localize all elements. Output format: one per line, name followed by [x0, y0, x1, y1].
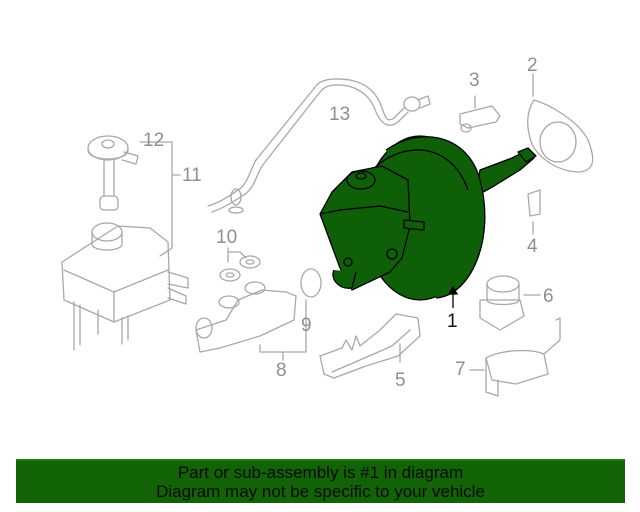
callout-7[interactable]: 7 [455, 359, 466, 380]
banner-line-1: Part or sub-assembly is #1 in diagram [177, 463, 464, 482]
callout-2[interactable]: 2 [527, 55, 538, 76]
reservoir-part-11 [61, 222, 189, 351]
callout-8[interactable]: 8 [276, 360, 287, 381]
callout-11[interactable]: 11 [182, 165, 202, 186]
o-ring-part-9 [300, 268, 322, 298]
parts-diagram: 1 2 3 4 5 6 7 8 9 10 11 12 13 [61, 55, 594, 397]
vacuum-hose-part-13 [207, 78, 431, 214]
callout-5[interactable]: 5 [395, 370, 406, 391]
bracket-part-5 [319, 313, 421, 379]
check-valve-part-6 [479, 275, 541, 331]
callout-4[interactable]: 4 [527, 236, 538, 257]
callout-1[interactable]: 1 [447, 311, 458, 332]
bracket-part-7 [469, 317, 561, 397]
callout-6[interactable]: 6 [543, 286, 554, 307]
part-info-banner: Part or sub-assembly is #1 in diagram Di… [16, 459, 625, 503]
banner-line-2: Diagram may not be specific to your vehi… [156, 482, 485, 501]
callout-12[interactable]: 12 [143, 130, 165, 151]
reservoir-cap-part-12 [87, 135, 139, 211]
callout-3[interactable]: 3 [469, 70, 480, 91]
gasket-part-2 [527, 73, 594, 173]
callout-13[interactable]: 13 [329, 104, 351, 125]
diagram-artwork [61, 73, 594, 397]
brake-booster-part-1 [319, 135, 537, 301]
clip-part-3 [459, 95, 501, 133]
callout-9[interactable]: 9 [301, 315, 312, 336]
callout-10[interactable]: 10 [216, 227, 238, 248]
clip-part-4 [527, 189, 541, 235]
master-cylinder-part-8 [195, 255, 297, 353]
